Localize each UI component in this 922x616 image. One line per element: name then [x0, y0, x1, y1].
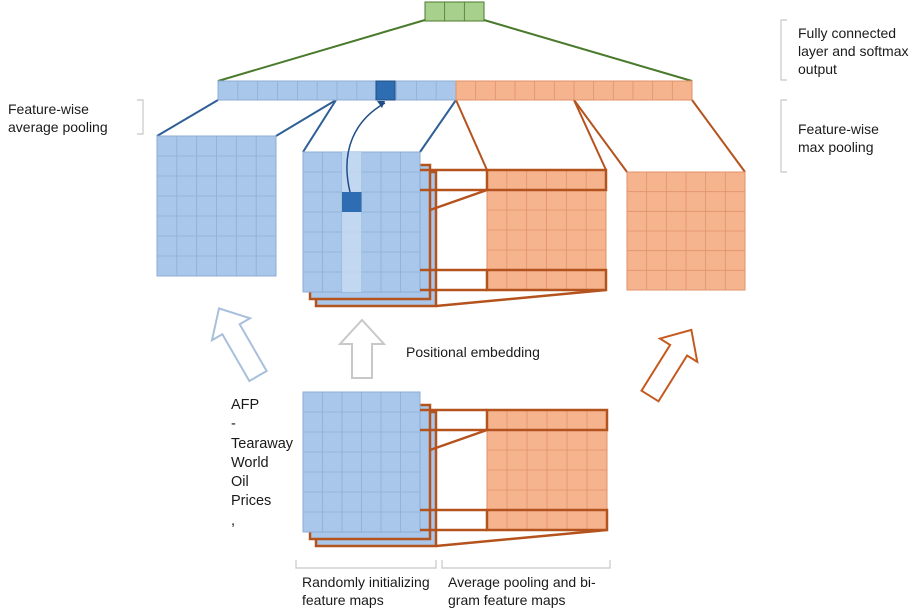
bigram-link-line — [429, 188, 488, 212]
label-bracket — [441, 560, 611, 569]
input-word: Oil — [231, 474, 249, 491]
bigram-map-lower — [486, 409, 608, 531]
max-pool-connector — [455, 99, 488, 171]
bigram-row-bottom — [485, 508, 609, 532]
label-bracket — [780, 99, 787, 173]
avg-pooled-map — [156, 135, 277, 277]
input-word: World — [231, 454, 269, 471]
pooling-curve-arrowhead — [377, 101, 385, 108]
bigram-row-top — [485, 408, 609, 432]
flow-arrows — [210, 307, 699, 403]
feature-wise-max-pooling-label: Feature-wise max pooling — [798, 121, 879, 155]
softmax-output-bar — [424, 1, 485, 22]
input-sentence: AFP - Tearaway World Oil Prices , — [231, 396, 293, 531]
arrow-up-outline-icon — [210, 307, 269, 383]
bigram-map-upper — [486, 169, 607, 291]
avg-pool-connector — [419, 99, 457, 153]
input-feature-map — [302, 391, 421, 533]
bigram-link-line — [429, 428, 488, 452]
pooled-vector-max — [455, 80, 693, 101]
fc-connector-line — [483, 19, 693, 82]
max-pooled-map — [626, 171, 746, 291]
max-pool-connector — [691, 99, 746, 173]
max-pool-connector — [573, 99, 628, 173]
max-pool-connector — [573, 99, 607, 171]
input-word: AFP — [231, 397, 260, 413]
avg-pool-connector — [302, 99, 337, 153]
embedding-column — [342, 152, 362, 292]
pooled-highlight-cell — [375, 80, 396, 101]
pooling-curve-arrow — [346, 102, 386, 193]
feature-grids — [156, 1, 746, 548]
input-word: - — [231, 416, 236, 433]
connector-lines — [156, 19, 746, 173]
label-brackets — [137, 19, 787, 569]
avg-bigram-label: Average pooling and bi- gram feature map… — [448, 574, 596, 608]
label-bracket — [295, 560, 437, 569]
bigram-row-top — [485, 168, 608, 192]
selected-feature-cell — [342, 192, 362, 212]
input-word: Prices — [231, 493, 272, 510]
feature-wise-avg-pooling-label: Feature-wise average pooling — [8, 101, 108, 135]
label-bracket — [137, 99, 144, 135]
fully-connected-label: Fully connected layer and softmax output — [798, 25, 909, 77]
softmax-output-bg — [424, 1, 485, 22]
positional-embedding-label: Positional embedding — [406, 344, 540, 360]
avg-pool-connector — [156, 99, 219, 137]
random-init-label: Randomly initializing feature maps — [302, 574, 430, 608]
input-word: Tearaway — [231, 435, 294, 452]
avg-pool-connector — [275, 99, 337, 137]
bigram-link-line — [435, 288, 607, 308]
input-word: , — [231, 512, 236, 529]
pooled-vector-avg — [217, 80, 457, 101]
arrow-up-outline-icon — [640, 328, 699, 403]
fc-connector-line — [217, 19, 426, 82]
bigram-link-line — [435, 528, 608, 548]
arrow-up-outline-icon — [337, 318, 387, 379]
bigram-row-bottom — [485, 268, 608, 292]
label-bracket — [780, 19, 787, 81]
